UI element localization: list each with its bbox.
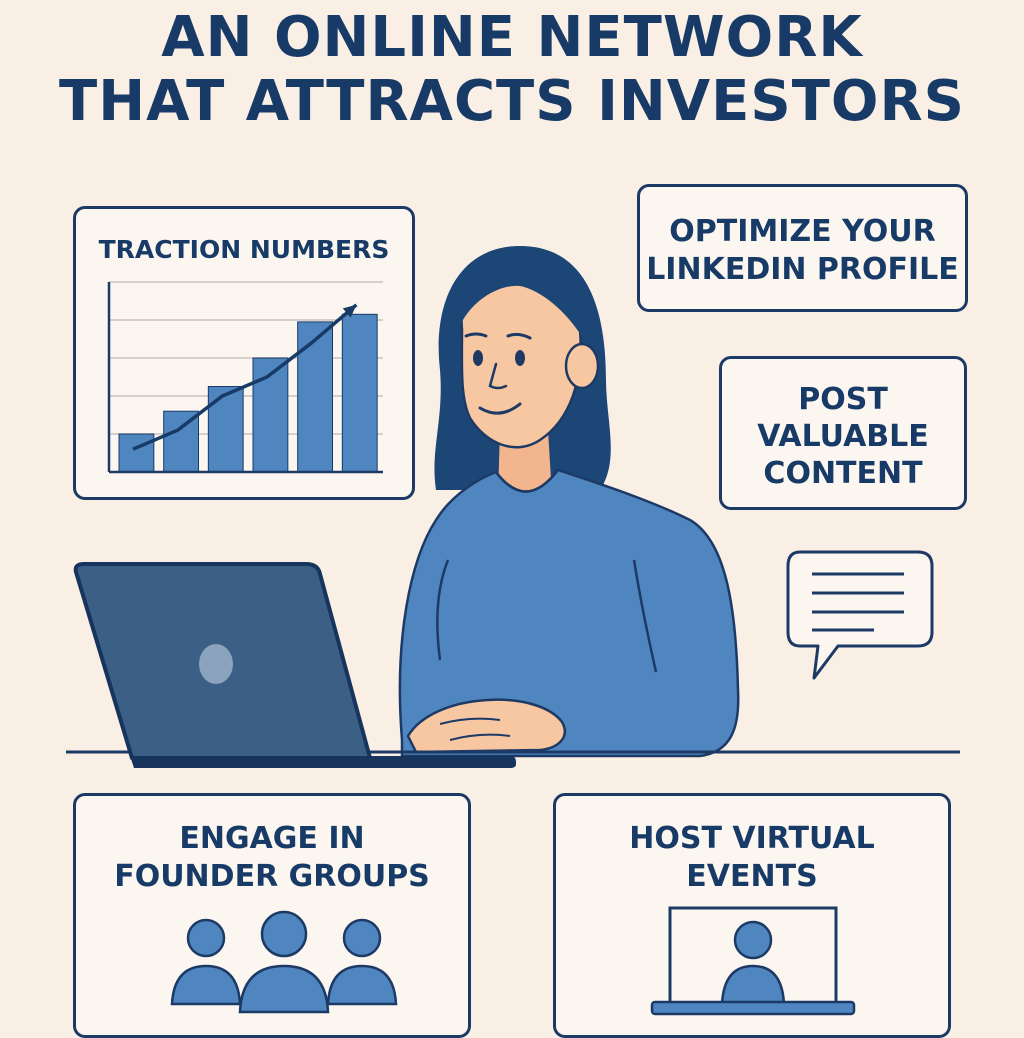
title-line-1: AN ONLINE NETWORK xyxy=(161,5,863,70)
chart-bar xyxy=(163,410,200,473)
post-content-line-2: VALUABLE xyxy=(757,419,929,454)
sweater xyxy=(398,468,740,758)
virtual-events-line-2: EVENTS xyxy=(686,859,818,894)
chart-grid xyxy=(109,281,383,435)
traction-chart xyxy=(107,281,383,474)
virtual-events-card: HOST VIRTUAL EVENTS xyxy=(553,793,951,1038)
post-content-line-3: CONTENT xyxy=(763,456,923,491)
chart-trend-line xyxy=(132,303,358,451)
chart-bar xyxy=(297,321,334,473)
post-content-label: POST VALUABLE CONTENT xyxy=(722,381,964,492)
chart-trend xyxy=(132,303,358,451)
virtual-events-line-1: HOST VIRTUAL xyxy=(629,821,875,856)
chart-bar xyxy=(118,433,155,473)
linkedin-line-2: LINKEDIN PROFILE xyxy=(646,252,959,287)
chart-trend-arrowhead xyxy=(342,304,357,318)
speech-bubble-icon xyxy=(786,550,934,680)
post-content-line-1: POST xyxy=(798,382,888,417)
people-group-icon xyxy=(170,910,398,1014)
chart-bars xyxy=(118,313,378,473)
hands xyxy=(406,698,566,754)
title-line-2: THAT ATTRACTS INVESTORS xyxy=(59,69,965,134)
founder-groups-label: ENGAGE IN FOUNDER GROUPS xyxy=(76,820,468,896)
laptop-logo xyxy=(199,644,233,684)
chart-bar xyxy=(252,357,289,473)
founder-groups-line-2: FOUNDER GROUPS xyxy=(114,859,430,894)
video-call-icon xyxy=(650,906,856,1016)
linkedin-profile-label: OPTIMIZE YOUR LINKEDIN PROFILE xyxy=(640,213,965,289)
founder-groups-line-1: ENGAGE IN xyxy=(179,821,365,856)
post-content-card: POST VALUABLE CONTENT xyxy=(719,356,967,510)
founder-groups-card: ENGAGE IN FOUNDER GROUPS xyxy=(73,793,471,1038)
traction-numbers-label: TRACTION NUMBERS xyxy=(98,235,390,264)
linkedin-profile-card: OPTIMIZE YOUR LINKEDIN PROFILE xyxy=(637,184,968,312)
page-title: AN ONLINE NETWORK THAT ATTRACTS INVESTOR… xyxy=(0,6,1024,134)
laptop-icon xyxy=(73,562,516,768)
linkedin-line-1: OPTIMIZE YOUR xyxy=(669,214,936,249)
virtual-events-label: HOST VIRTUAL EVENTS xyxy=(556,820,948,896)
traction-numbers-card: TRACTION NUMBERS xyxy=(73,206,415,500)
chart-bar xyxy=(341,313,378,473)
